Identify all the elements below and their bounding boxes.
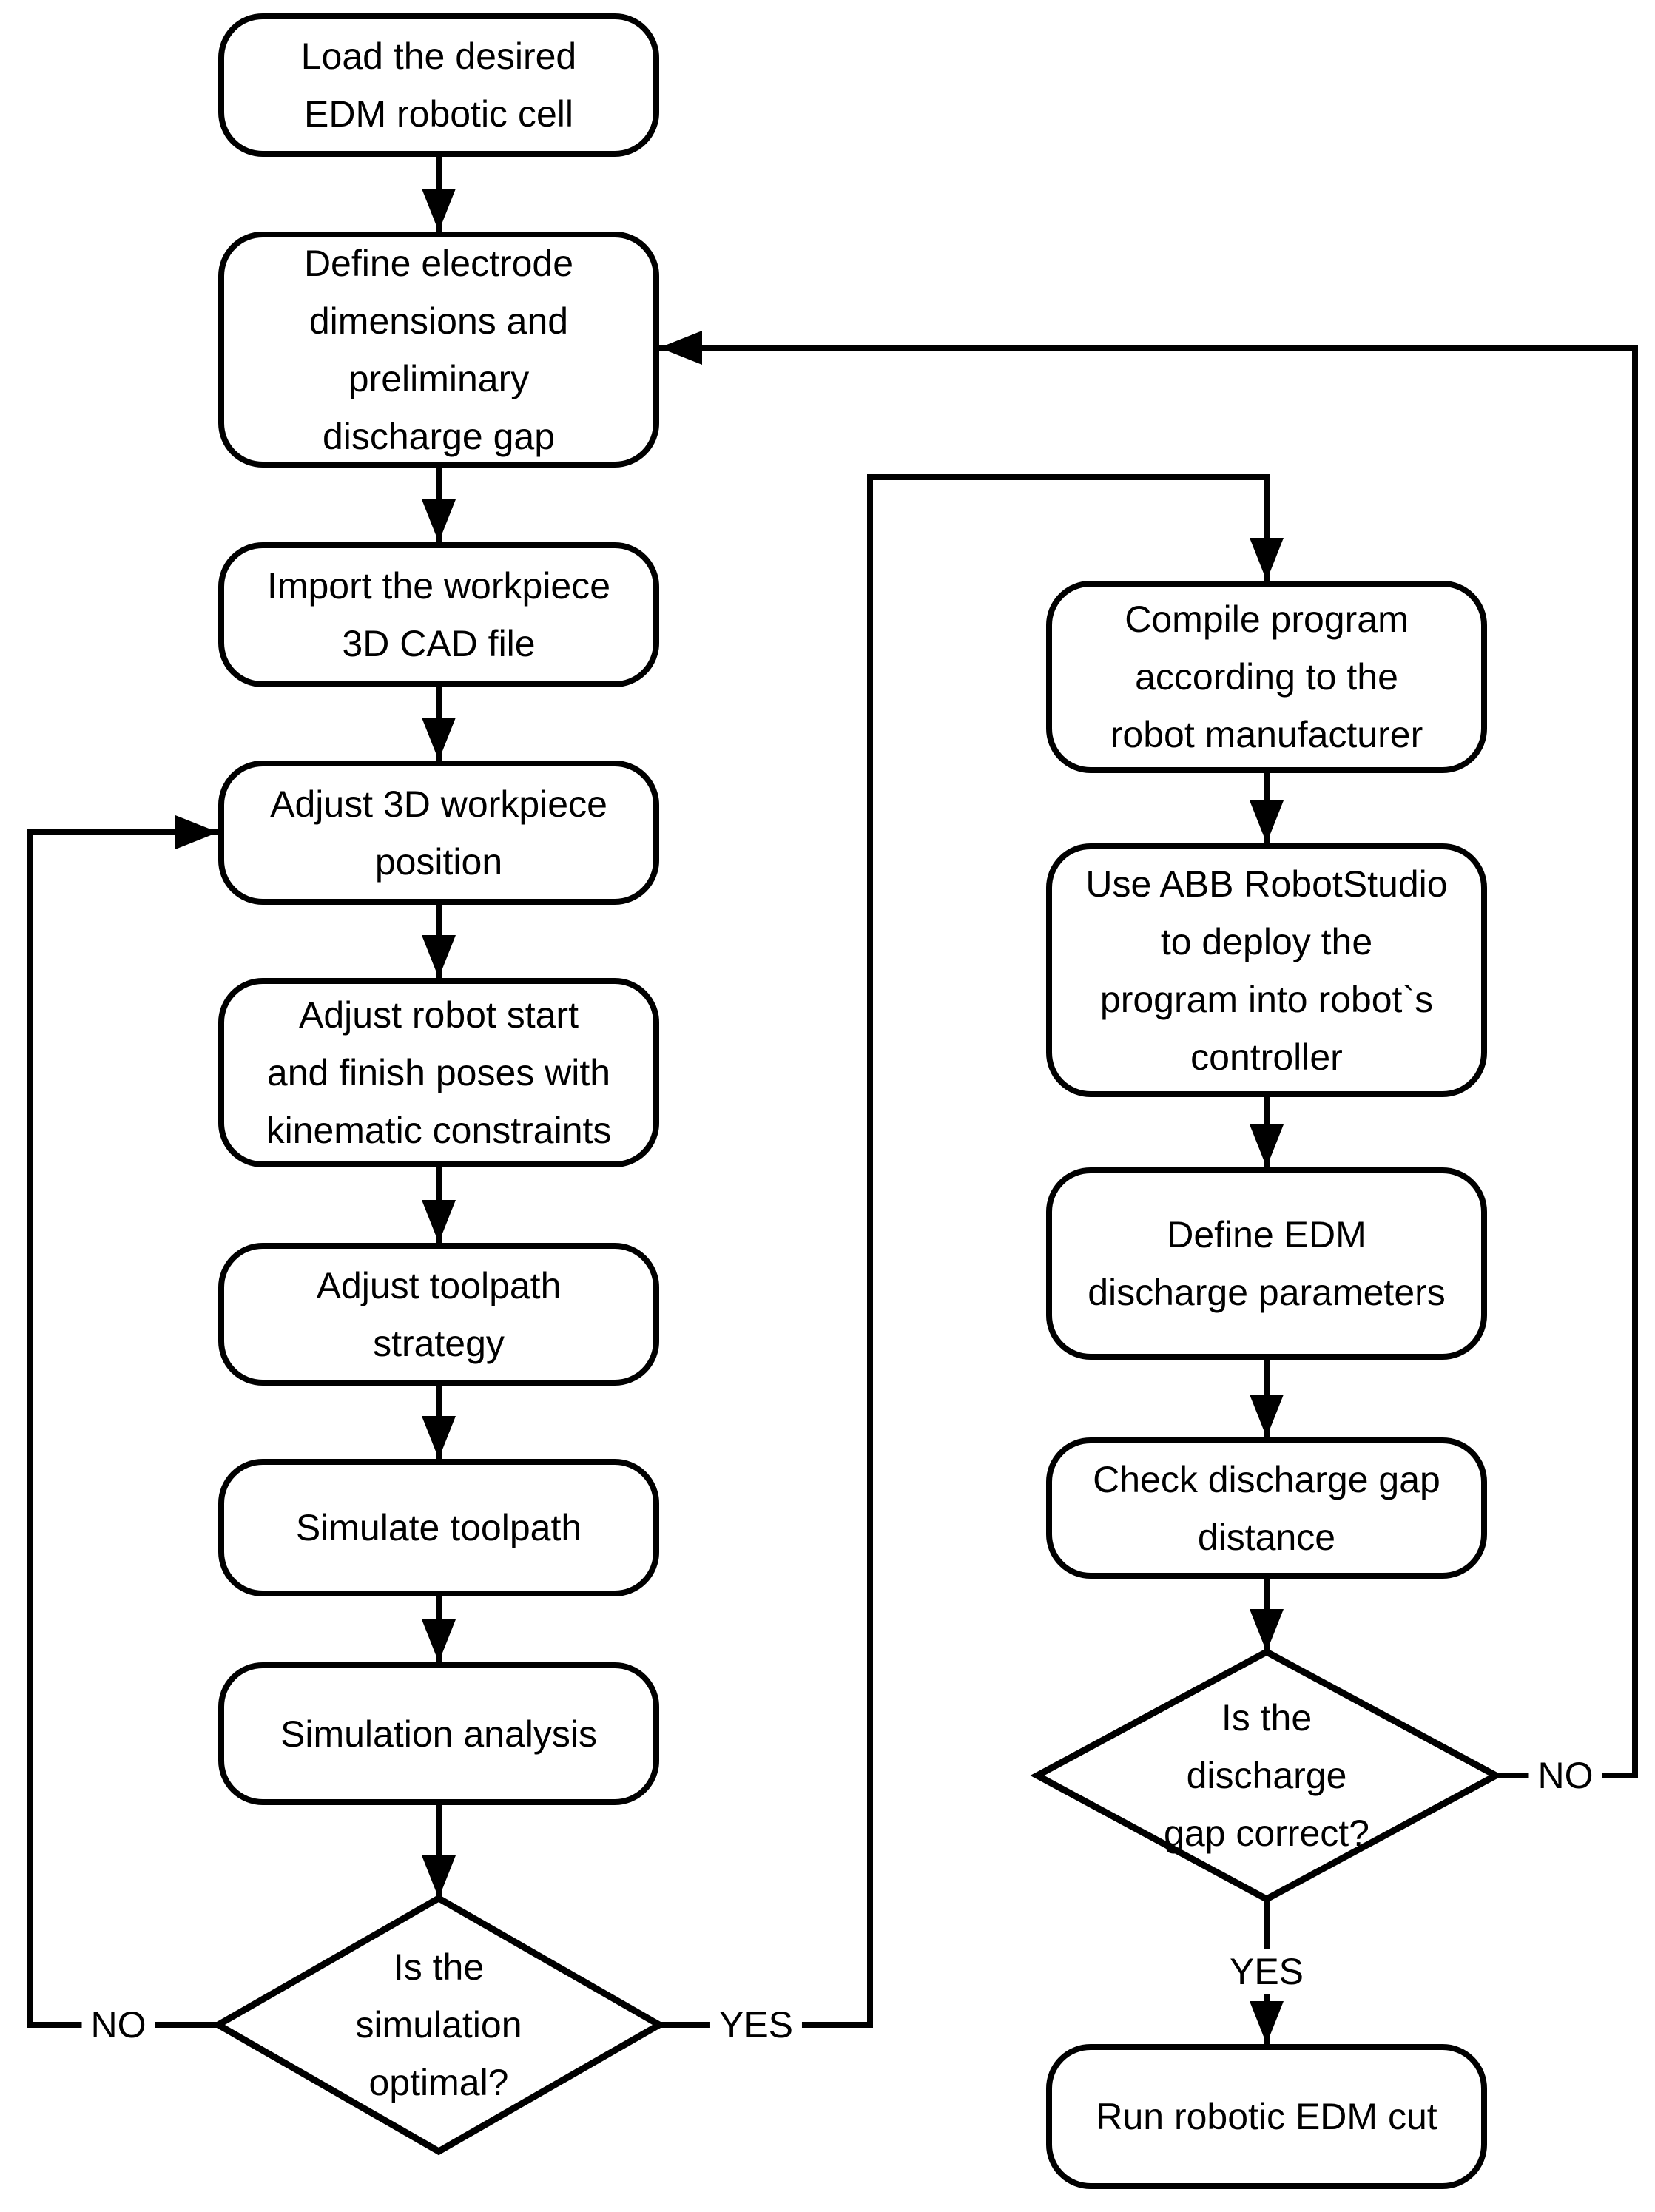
node-run-cut: Run robotic EDM cut — [1046, 2044, 1487, 2189]
decision-gap-label: Is the discharge gap correct? — [1164, 1697, 1369, 1854]
decision-gap-shape — [1030, 1648, 1503, 1904]
node-simulation-analysis: Simulation analysis — [218, 1662, 659, 1805]
node-compile-program: Compile program according to the robot m… — [1046, 581, 1487, 773]
node-load-cell: Load the desired EDM robotic cell — [218, 13, 659, 157]
node-define-discharge-params: Define EDM discharge parameters — [1046, 1167, 1487, 1360]
decision-simulation-label: Is the simulation optimal? — [355, 1946, 522, 2103]
node-simulate-toolpath: Simulate toolpath — [218, 1459, 659, 1596]
node-import-cad: Import the workpiece 3D CAD file — [218, 542, 659, 687]
node-adjust-workpiece: Adjust 3D workpiece position — [218, 761, 659, 905]
node-check-gap: Check discharge gap distance — [1046, 1437, 1487, 1579]
edge-label-simulation-no: NO — [81, 2002, 155, 2048]
edge-label-gap-yes: YES — [1220, 1949, 1313, 1994]
edge-label-gap-no: NO — [1528, 1753, 1602, 1798]
node-deploy-program: Use ABB RobotStudio to deploy the progra… — [1046, 843, 1487, 1097]
node-define-electrode: Define electrode dimensions and prelimin… — [218, 232, 659, 468]
arrowheads — [175, 189, 1284, 2044]
node-adjust-poses: Adjust robot start and finish poses with… — [218, 978, 659, 1167]
edge-label-simulation-yes: YES — [709, 2002, 803, 2048]
decision-simulation-shape — [211, 1894, 667, 2156]
node-adjust-toolpath: Adjust toolpath strategy — [218, 1243, 659, 1386]
